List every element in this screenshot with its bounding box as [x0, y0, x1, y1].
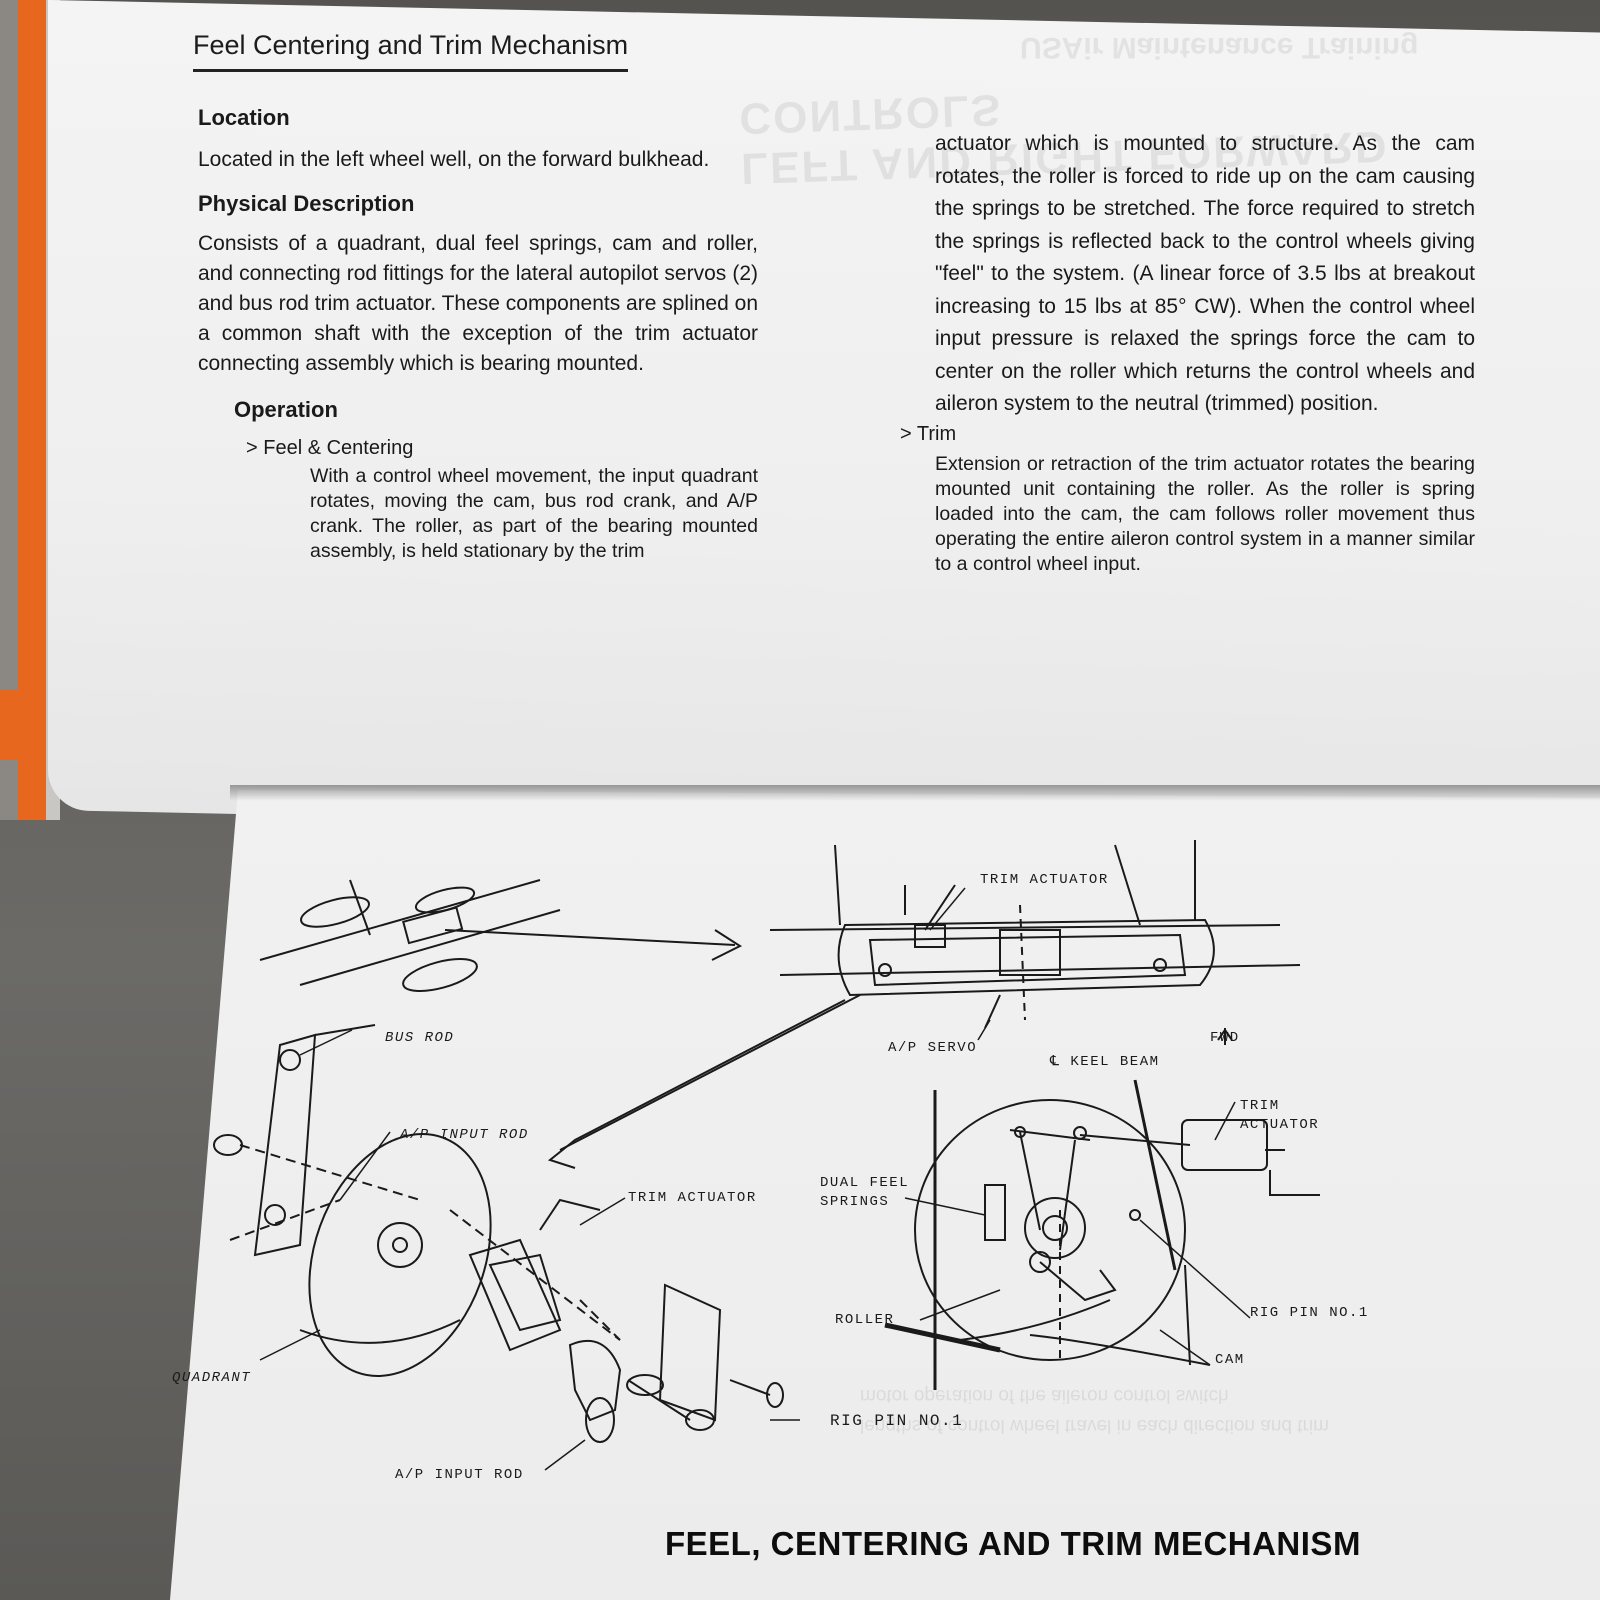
left-column: Location Located in the left wheel well,…	[198, 105, 758, 576]
trim-text: Extension or retraction of the trim actu…	[935, 452, 1475, 575]
label-trim-actuator-right-1: TRIM	[1240, 1098, 1280, 1114]
label-trim-actuator-right-2: ACTUATOR	[1240, 1117, 1320, 1133]
leader-lines	[259, 887, 1251, 1471]
top-assembly	[769, 840, 1301, 1045]
label-rig-pin-right: RIG PIN NO.1	[1250, 1305, 1369, 1321]
feel-text-right: actuator which is mounted to structure. …	[935, 132, 1475, 415]
physical-heading: Physical Description	[198, 191, 415, 216]
label-trim-actuator-top: TRIM ACTUATOR	[980, 872, 1109, 888]
feel-centering-label: > Feel & Centering	[246, 437, 414, 459]
label-cam: CAM	[1215, 1352, 1245, 1368]
page-title: Feel Centering and Trim Mechanism	[193, 30, 629, 72]
fwd-arrow	[1217, 1028, 1233, 1045]
label-rig-pin-left: RIG PIN NO.1	[830, 1412, 964, 1430]
location-text: Located in the left wheel well, on the f…	[198, 148, 710, 171]
left-assembly	[213, 1024, 784, 1443]
arrow-line-2	[559, 994, 861, 1151]
binder-edge-lower	[0, 690, 22, 760]
feel-text-left: With a control wheel movement, the input…	[310, 465, 758, 562]
label-roller: ROLLER	[835, 1312, 895, 1328]
label-ap-input-rod-top: A/P INPUT ROD	[400, 1127, 529, 1143]
label-keel-beam: ℄ KEEL BEAM	[1050, 1054, 1160, 1070]
physical-text: Consists of a quadrant, dual feel spring…	[198, 232, 758, 375]
label-ap-servo: A/P SERVO	[888, 1040, 978, 1056]
page-fold-shadow	[230, 785, 1600, 801]
location-heading: Location	[198, 105, 290, 130]
label-trim-actuator-mid: TRIM ACTUATOR	[628, 1190, 757, 1206]
arrow-line-1	[444, 929, 736, 946]
label-fwd: FWD	[1210, 1030, 1240, 1046]
right-assembly	[884, 1079, 1320, 1390]
aircraft-sketch	[259, 879, 561, 992]
operation-heading: Operation	[234, 397, 338, 422]
label-bus-rod: BUS ROD	[385, 1030, 455, 1046]
label-ap-input-rod-bottom: A/P INPUT ROD	[395, 1467, 524, 1483]
label-quadrant: QUADRANT	[172, 1370, 252, 1386]
label-dual-feel-springs-2: SPRINGS	[820, 1194, 890, 1210]
arrow-line-3	[547, 999, 846, 1169]
trim-label: > Trim	[900, 422, 957, 445]
right-column: actuator which is mounted to structure. …	[900, 128, 1475, 589]
figure-title: FEEL, CENTERING AND TRIM MECHANISM	[665, 1525, 1361, 1562]
arrow-head-1	[711, 929, 743, 961]
label-dual-feel-springs-1: DUAL FEEL	[820, 1175, 910, 1191]
